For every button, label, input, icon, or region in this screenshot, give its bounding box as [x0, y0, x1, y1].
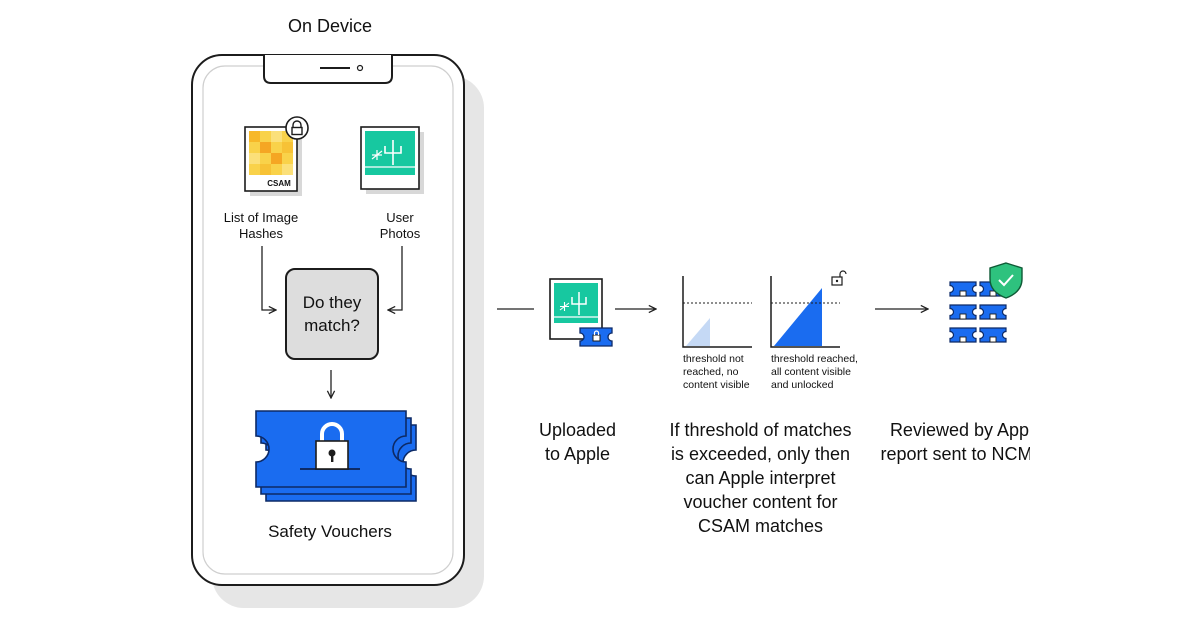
photos-label: User Photos — [379, 210, 421, 241]
reviewed-vouchers-grid — [949, 281, 1007, 343]
reviewed-voucher — [949, 327, 977, 343]
reviewed-voucher-lock-icon — [959, 290, 967, 297]
hash-grid-icon — [244, 126, 302, 196]
reviewed-voucher-lock-icon — [959, 313, 967, 320]
page-title: On Device — [287, 16, 373, 36]
match-question: Do they match? — [302, 293, 362, 335]
voucher-lock-icon — [315, 422, 349, 470]
reviewed-voucher-lock-icon — [959, 336, 967, 343]
threshold-reached-label: threshold reached, all content visible a… — [771, 353, 858, 391]
hash-list-label: List of Image Hashes — [223, 210, 299, 241]
unlock-icon — [831, 270, 847, 286]
hashes-to-match-arrow — [261, 246, 276, 310]
photo-icon — [360, 126, 424, 194]
photos-to-match-arrow — [388, 246, 403, 310]
threshold-caption: If threshold of matches is exceeded, onl… — [669, 420, 852, 536]
hash-badge: CSAM — [267, 179, 291, 188]
reviewed-voucher — [979, 327, 1007, 343]
reviewed-voucher — [949, 304, 977, 320]
reviewed-caption-clip: Reviewed by Apple, report sent to NCMEC — [880, 418, 1030, 478]
vouchers-label: Safety Vouchers — [268, 522, 392, 541]
lock-icon — [285, 116, 309, 140]
reviewed-voucher — [949, 281, 977, 297]
uploaded-voucher-icon — [579, 327, 613, 347]
match-question-box: Do they match? — [285, 268, 379, 360]
reviewed-voucher-lock-icon — [989, 290, 997, 297]
threshold-not-reached-label: threshold not reached, no content visibl… — [683, 353, 750, 391]
camera-icon — [356, 64, 364, 72]
reviewed-caption: Reviewed by Apple, report sent to NCMEC — [880, 420, 1030, 464]
reviewed-voucher — [979, 304, 1007, 320]
shield-check-icon — [989, 262, 1023, 299]
threshold-chart-not-reached — [682, 276, 752, 348]
uploaded-caption: Uploaded to Apple — [538, 420, 617, 464]
threshold-chart-reached — [770, 276, 840, 348]
reviewed-voucher-lock-icon — [989, 313, 997, 320]
reviewed-voucher-lock-icon — [989, 336, 997, 343]
uploaded-photo-icon — [549, 278, 603, 340]
